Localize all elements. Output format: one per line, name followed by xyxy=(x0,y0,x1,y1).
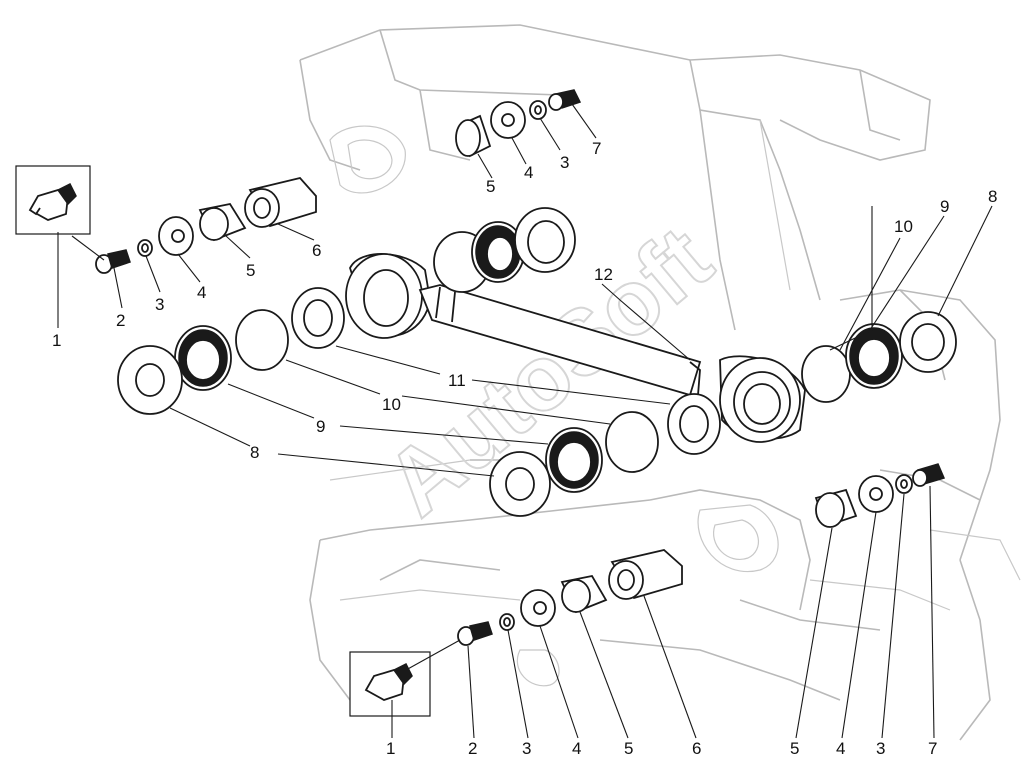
callout-left-5: 5 xyxy=(246,261,255,280)
callout-bottom-6: 6 xyxy=(692,739,701,758)
fitting-inset-bottom xyxy=(349,651,431,717)
cylinder-rod-assembly xyxy=(291,207,806,455)
callout-cover-8-right: 8 xyxy=(988,187,997,206)
callout-left-2: 2 xyxy=(116,311,125,330)
callout-seal-9-right: 9 xyxy=(940,197,949,216)
callout-rod-12: 12 xyxy=(594,265,613,284)
callout-ring-10-left: 10 xyxy=(382,395,401,414)
bottom-parts-chain xyxy=(457,549,683,646)
callout-top-7: 7 xyxy=(592,139,601,158)
callout-br-5: 5 xyxy=(790,739,799,758)
callout-br-7: 7 xyxy=(928,739,937,758)
callout-bottom-4: 4 xyxy=(572,739,581,758)
callout-bottom-1: 1 xyxy=(386,739,395,758)
callout-left-3: 3 xyxy=(155,295,164,314)
callout-seal-9-left: 9 xyxy=(316,417,325,436)
callout-labels: 7 3 4 5 1 2 3 4 5 6 11 10 9 8 12 10 9 8 … xyxy=(52,139,997,758)
callout-top-3: 3 xyxy=(560,153,569,172)
callout-bottom-5: 5 xyxy=(624,739,633,758)
right-seal-stack xyxy=(801,311,957,403)
middle-seal-stack xyxy=(489,411,659,517)
left-parts-chain xyxy=(95,176,317,274)
left-seal-stack xyxy=(117,309,289,415)
bottom-right-parts-chain xyxy=(814,463,946,528)
callout-cover-8-left: 8 xyxy=(250,443,259,462)
callout-br-3: 3 xyxy=(876,739,885,758)
machine-frame-outline xyxy=(299,24,1021,741)
callout-top-4: 4 xyxy=(524,163,533,182)
callout-bottom-2: 2 xyxy=(468,739,477,758)
callout-bearing-11: 11 xyxy=(448,371,466,390)
fitting-inset-left xyxy=(15,165,91,235)
callout-top-5: 5 xyxy=(486,177,495,196)
top-parts-chain xyxy=(455,89,582,158)
callout-ring-10-right: 10 xyxy=(894,217,913,236)
callout-br-4: 4 xyxy=(836,739,845,758)
leader-lines xyxy=(57,103,993,739)
callout-left-4: 4 xyxy=(197,283,206,302)
callout-left-1: 1 xyxy=(52,331,61,350)
callout-left-6: 6 xyxy=(312,241,321,260)
callout-bottom-3: 3 xyxy=(522,739,531,758)
